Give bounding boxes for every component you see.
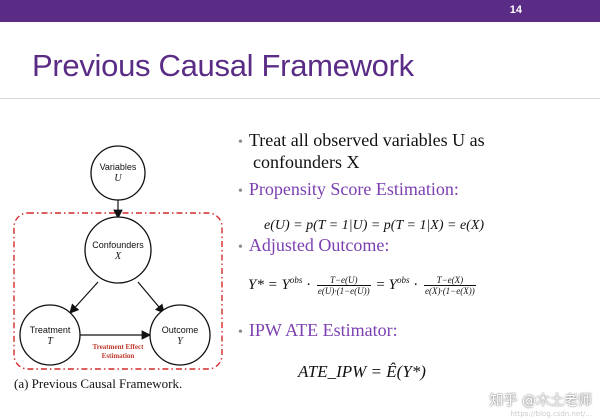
bullet-propensity: • Propensity Score Estimation: [238,179,459,202]
propensity-formula: e(U) = p(T = 1|U) = p(T = 1|X) = e(X) [264,218,485,233]
diagram-svg [13,145,223,370]
fraction-u: T−e(U) e(U)·(1−e(U)) [316,275,371,297]
node-confounders-symbol: X [114,251,122,262]
slide-title: Previous Causal Framework [32,48,414,83]
node-treatment-symbol: T [47,336,53,347]
bullet-dot: • [238,240,243,255]
node-variables-text: Variables U [88,161,148,185]
node-confounders-text: Confounders X [83,239,153,263]
node-outcome-text: Outcome Y [150,324,210,348]
causal-diagram: Variables U Confounders X Treatment T Ou… [0,140,240,420]
equals-sign: = [376,277,385,293]
bullet-propensity-text: Propensity Score Estimation: [248,179,459,199]
dot-operator: · [413,277,419,293]
node-confounders-label: Confounders [92,240,144,250]
bullet-treat-variables: • Treat all observed variables U as [238,130,485,153]
bullet-dot: • [238,135,243,150]
fraction-x-denominator: e(X)·(1−e(X)) [424,286,475,297]
slide-number: 14 [509,4,522,16]
fraction-u-numerator: T−e(U) [316,275,371,287]
node-treatment-label: Treatment [29,325,71,335]
node-outcome-symbol: Y [177,336,183,347]
title-divider [0,98,600,99]
adjusted-outcome-formula: Y* = Yobs · T−e(U) e(U)·(1−e(U)) = Yobs … [248,275,478,296]
header-bar: 14 [0,0,600,22]
figure-caption: (a) Previous Causal Framework. [14,376,183,391]
node-variables [90,145,146,201]
edge-confounders-treatment [69,281,99,314]
node-outcome [149,304,211,366]
node-treatment [19,304,81,366]
bullet-ipw-text: IPW ATE Estimator: [248,320,398,340]
adjusted-lhs: Y* = Y [248,277,290,293]
watermark-url: https://blog.csdn.net/... [510,410,592,418]
edge-label-line2: Estimation [101,352,135,360]
bullet-1-line-1: Treat all observed variables U as [248,130,485,150]
edge-confounders-outcome [137,281,165,314]
bullet-1-line-2: confounders X [253,152,360,172]
node-variables-label: Variables [99,162,137,172]
bullet-adjusted-outcome: • Adjusted Outcome: [238,235,389,258]
bullet-adjusted-outcome-text: Adjusted Outcome: [248,235,390,255]
bullet-ipw: • IPW ATE Estimator: [238,320,398,343]
fraction-x-numerator: T−e(X) [423,275,476,287]
obs-superscript-1: obs [289,275,303,285]
fraction-u-denominator: e(U)·(1−e(U)) [317,286,370,297]
dot-operator: · [306,277,312,293]
node-treatment-text: Treatment T [20,324,80,348]
treatment-effect-label: Treatment Effect Estimation [68,343,168,361]
node-outcome-label: Outcome [161,325,199,335]
bullet-dot: • [238,184,243,199]
ipw-formula: ATE_IPW = Ê(Y*) [298,362,426,381]
y-symbol: Y [388,277,397,293]
fraction-x: T−e(X) e(X)·(1−e(X)) [423,275,476,297]
watermark: 知乎 @木土老师 [489,393,592,409]
obs-superscript-2: obs [396,275,410,285]
edge-label-line1: Treatment Effect [92,343,144,351]
node-variables-symbol: U [114,173,122,184]
bullet-dot: • [238,325,243,340]
node-confounders [84,216,152,284]
